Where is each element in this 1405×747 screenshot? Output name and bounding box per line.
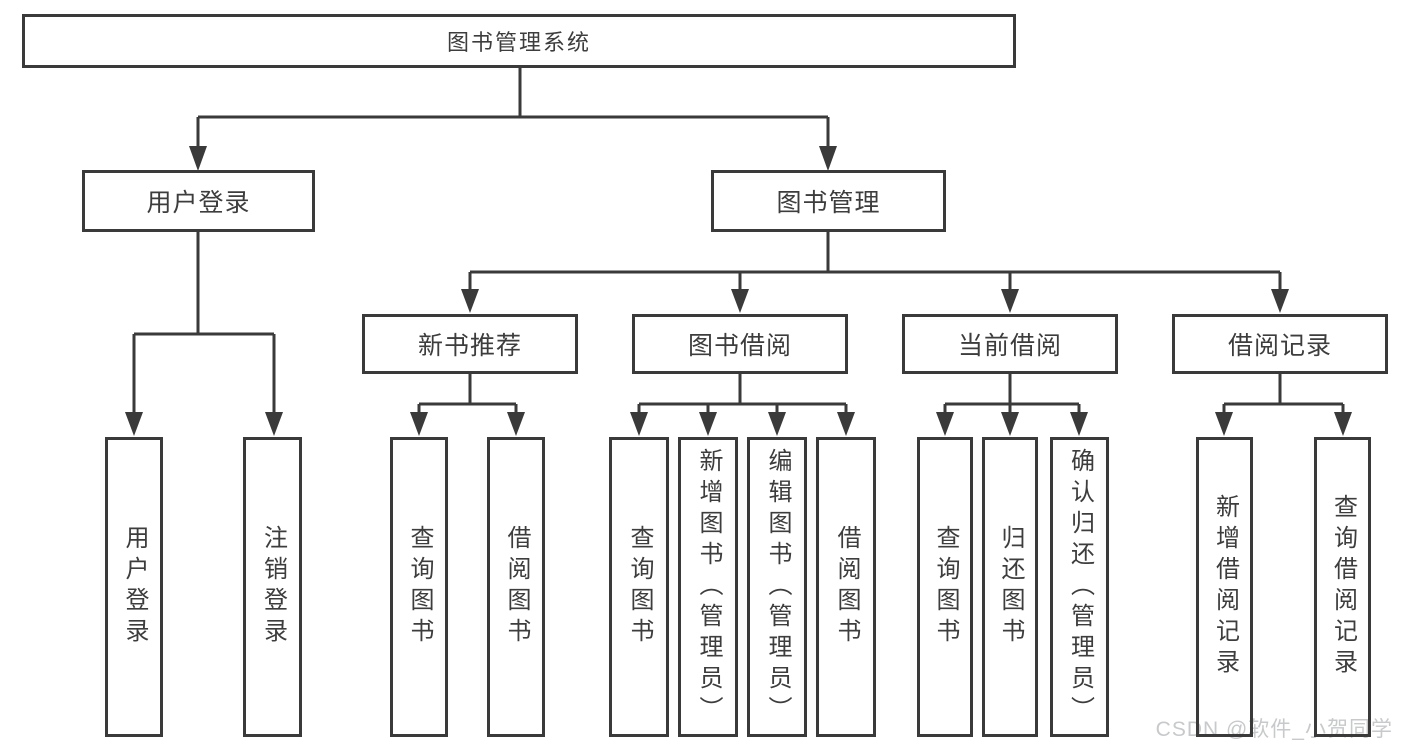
node-label: 借阅记录	[1227, 332, 1332, 360]
leaf-current-return-books: 归还图书	[982, 437, 1038, 737]
leaf-current-query-books: 查询图书	[917, 437, 973, 737]
leaf-newbooks-borrow-books: 借阅图书	[487, 437, 545, 737]
node-current-borrowing: 当前借阅	[902, 314, 1118, 374]
node-label: 图书管理	[776, 189, 881, 217]
node-borrowing-records: 借阅记录	[1172, 314, 1388, 374]
node-label: 当前借阅	[957, 332, 1062, 360]
node-label: 图书借阅	[687, 332, 792, 360]
node-new-book-recommend: 新书推荐	[362, 314, 578, 374]
node-label: 新书推荐	[417, 332, 522, 360]
leaf-current-confirm-return-admin: 确认归还（管理员）	[1050, 437, 1109, 737]
leaf-logout: 注销登录	[243, 437, 302, 737]
leaf-records-query-record: 查询借阅记录	[1314, 437, 1371, 737]
arrowheads	[125, 146, 1352, 436]
leaf-borrow-query-books: 查询图书	[609, 437, 669, 737]
leaf-borrow-borrow-books: 借阅图书	[816, 437, 876, 737]
node-book-borrowing: 图书借阅	[632, 314, 848, 374]
node-label: 用户登录	[146, 189, 251, 217]
node-label: 图书管理系统	[446, 30, 591, 55]
node-book-management: 图书管理	[711, 170, 946, 232]
leaf-newbooks-query-books: 查询图书	[390, 437, 448, 737]
node-user-login: 用户登录	[82, 170, 315, 232]
node-root-system: 图书管理系统	[22, 14, 1016, 68]
leaf-user-login: 用户登录	[105, 437, 163, 737]
leaf-borrow-edit-books-admin: 编辑图书（管理员）	[747, 437, 807, 737]
leaf-records-add-record: 新增借阅记录	[1196, 437, 1253, 737]
leaf-borrow-add-books-admin: 新增图书（管理员）	[678, 437, 738, 737]
